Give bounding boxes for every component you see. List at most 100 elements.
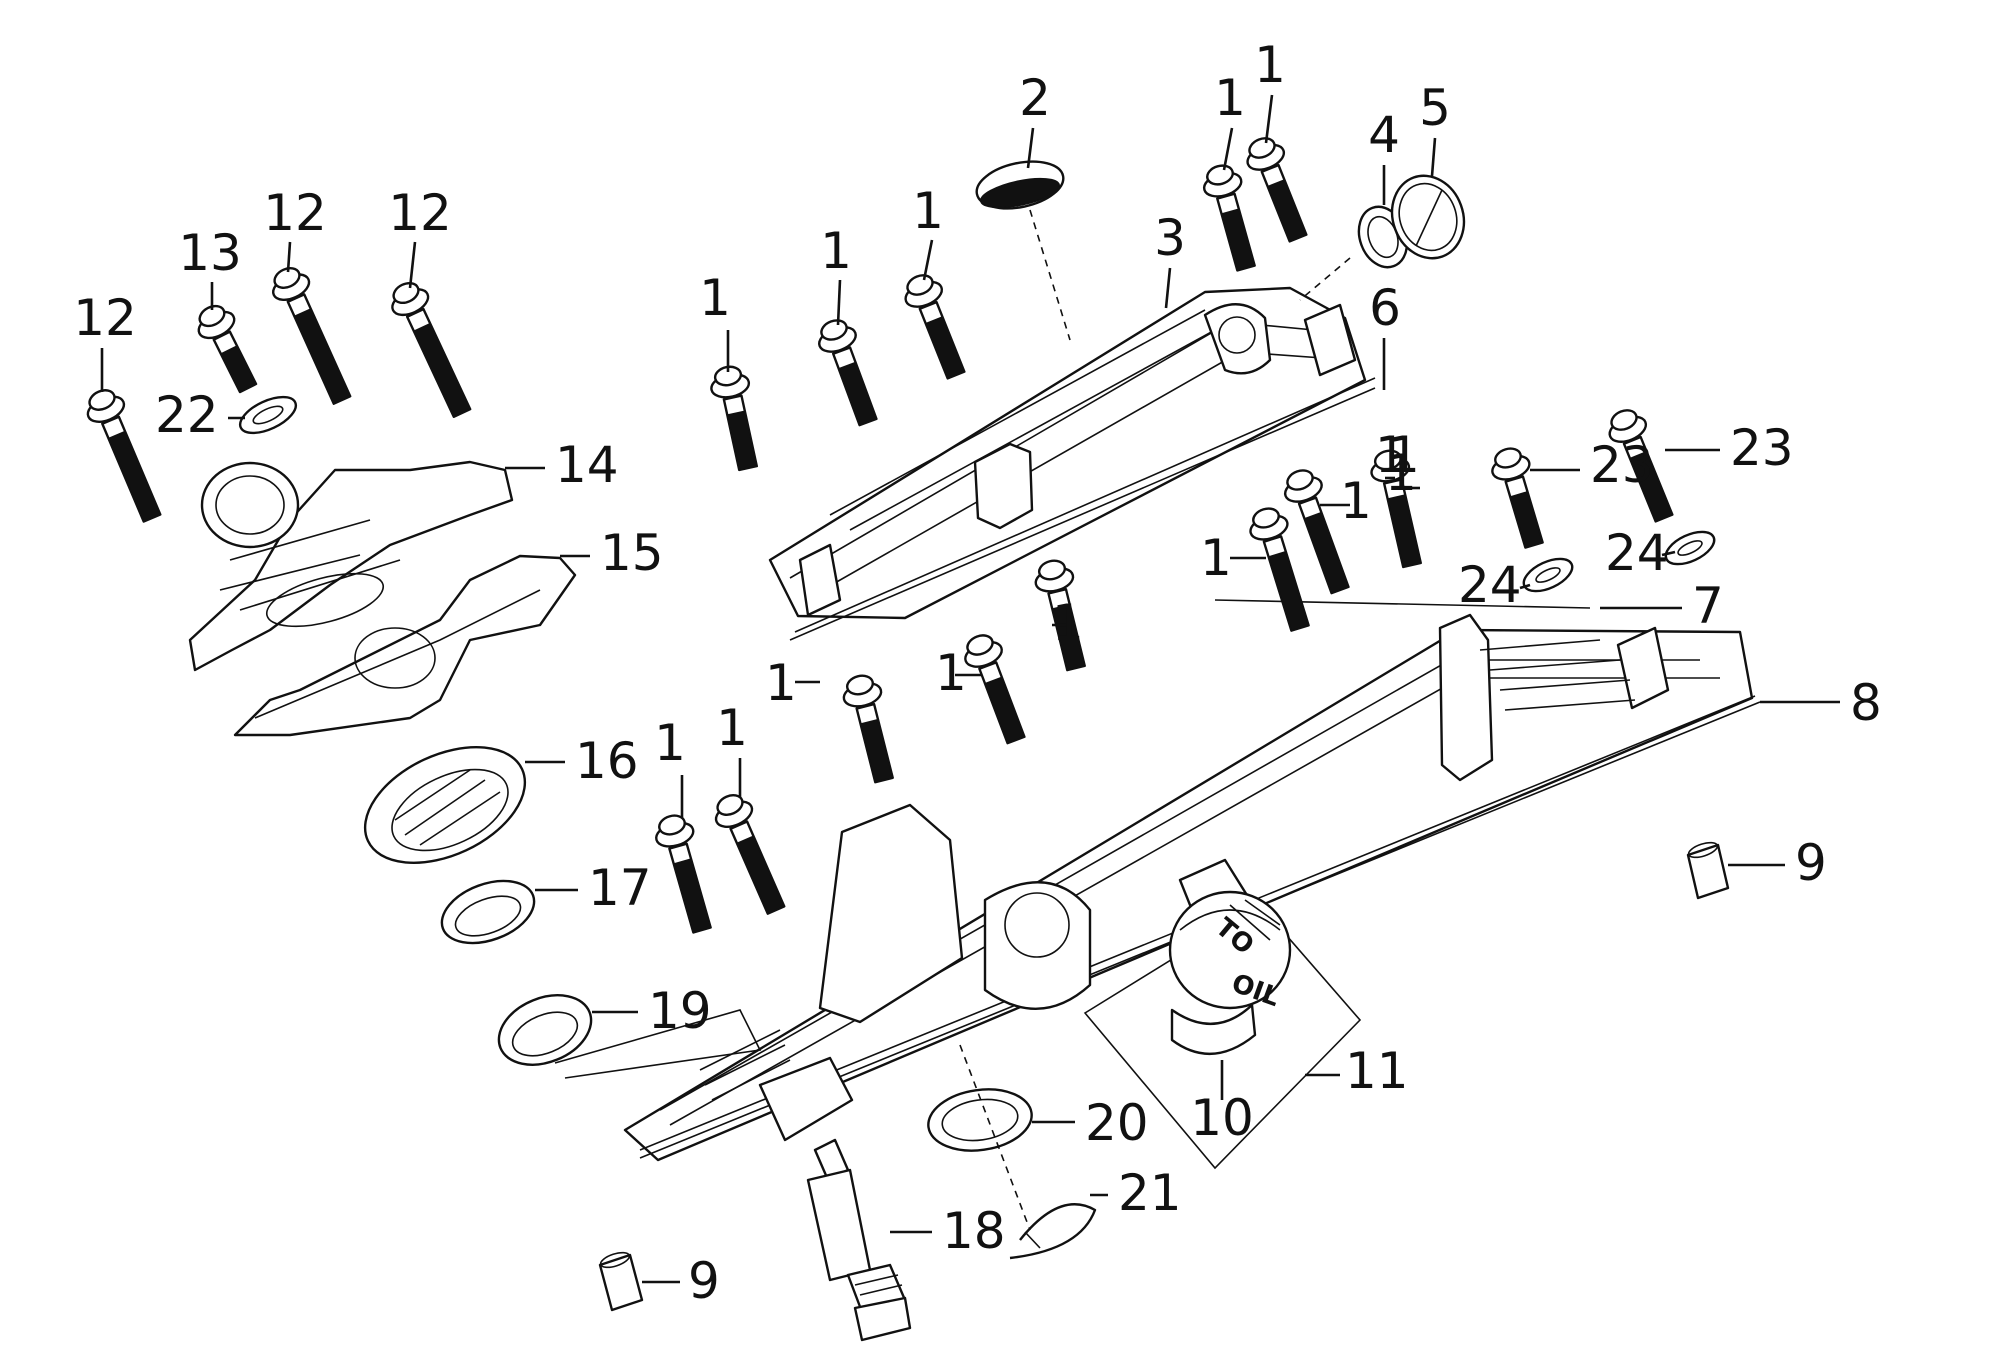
callout-bolt: 1 bbox=[1214, 69, 1246, 127]
callout-cover-gasket: 6 bbox=[1369, 279, 1401, 337]
bolt bbox=[1202, 164, 1256, 272]
dowel-pin-9b bbox=[598, 1251, 644, 1312]
bolt bbox=[1370, 449, 1422, 569]
callout-seal-ring: 17 bbox=[588, 859, 652, 917]
callout-bolt: 1 bbox=[1388, 426, 1420, 484]
cap bbox=[1390, 174, 1466, 260]
bolt bbox=[655, 814, 712, 934]
bolt bbox=[1034, 559, 1086, 672]
bolt bbox=[391, 281, 472, 419]
callout-washer: 24 bbox=[1605, 524, 1669, 582]
callout-bolt: 23 bbox=[1730, 419, 1794, 477]
upper-cover bbox=[768, 286, 1367, 620]
lower-cover bbox=[623, 613, 1761, 1162]
lower-cover-gasket bbox=[1214, 599, 1591, 609]
callout-rotor: 16 bbox=[575, 732, 639, 790]
callout-cap: 5 bbox=[1419, 79, 1451, 137]
callout-bolt: 1 bbox=[935, 644, 967, 702]
leader-line bbox=[1430, 137, 1437, 177]
washer-22 bbox=[238, 395, 298, 435]
callout-thermostat-housing: 14 bbox=[555, 436, 619, 494]
leader-line bbox=[1026, 127, 1035, 169]
leader-line bbox=[1164, 267, 1172, 309]
callout-lower-cover-gasket: 7 bbox=[1692, 577, 1724, 635]
callout-plug-seal: 2 bbox=[1019, 69, 1051, 127]
cover-gasket bbox=[789, 377, 1376, 641]
seal-ring-17 bbox=[440, 879, 536, 945]
callout-bolt: 1 bbox=[716, 699, 748, 757]
bolt bbox=[710, 365, 758, 472]
callout-lower-cover: 8 bbox=[1850, 674, 1882, 732]
callout-circlip: 21 bbox=[1118, 1164, 1182, 1222]
dowel-pin-9a bbox=[1686, 841, 1730, 900]
axis-line-4 bbox=[1299, 257, 1351, 301]
bolt bbox=[197, 304, 258, 394]
bolt bbox=[272, 267, 352, 405]
bolt bbox=[964, 634, 1026, 745]
leader-line bbox=[286, 241, 292, 273]
leader-line bbox=[1661, 550, 1676, 557]
washer-24a bbox=[1522, 557, 1574, 593]
housing-gasket bbox=[233, 554, 577, 737]
seal-ring-19 bbox=[497, 994, 762, 1079]
callout-bolt: 12 bbox=[388, 184, 452, 242]
leader-line bbox=[836, 279, 842, 326]
callout-bolt: 1 bbox=[1052, 594, 1084, 652]
callout-housing-gasket: 15 bbox=[600, 524, 664, 582]
leader-line bbox=[922, 239, 934, 281]
callout-bolt: 1 bbox=[1200, 529, 1232, 587]
callout-bolt: 1 bbox=[654, 714, 686, 772]
callout-bolt: 1 bbox=[912, 182, 944, 240]
callout-o-ring: 4 bbox=[1368, 106, 1400, 164]
bolt bbox=[714, 794, 786, 915]
bolt bbox=[86, 389, 162, 523]
bolt bbox=[1608, 409, 1674, 523]
callout-upper-cover: 3 bbox=[1154, 209, 1186, 267]
leader-line bbox=[1222, 127, 1234, 171]
callout-washer: 20 bbox=[1085, 1094, 1149, 1152]
bolts-layer bbox=[86, 137, 1674, 934]
callout-bolt: 13 bbox=[178, 224, 242, 282]
callout-bolt: 1 bbox=[765, 654, 797, 712]
leader-line bbox=[1519, 583, 1531, 590]
callout-bolt: 12 bbox=[263, 184, 327, 242]
leader-line bbox=[1264, 94, 1274, 144]
callout-bolt: 1 bbox=[1375, 426, 1407, 484]
callout-bolt: 23 bbox=[1590, 436, 1654, 494]
thermostat-housing bbox=[188, 460, 514, 672]
leader-lines bbox=[100, 94, 1840, 1284]
callout-dowel-pin: 9 bbox=[1795, 834, 1827, 892]
washer-20 bbox=[927, 1088, 1033, 1152]
bolt bbox=[1246, 137, 1308, 243]
callout-dowel-pin: 9 bbox=[688, 1252, 720, 1310]
bolt bbox=[818, 319, 878, 427]
bolt bbox=[904, 274, 966, 380]
bolt bbox=[1249, 507, 1310, 632]
callout-oil-filler-cap: 10 bbox=[1190, 1089, 1254, 1147]
callout-washer: 22 bbox=[155, 386, 219, 444]
bolt bbox=[1283, 469, 1350, 595]
leader-line bbox=[408, 241, 417, 289]
callout-bolt: 1 bbox=[1340, 472, 1372, 530]
axis-line-21 bbox=[959, 1044, 1031, 1231]
callout-bolt: 1 bbox=[1254, 36, 1286, 94]
sensor bbox=[806, 1138, 912, 1342]
callout-oil-cap-assembly: 11 bbox=[1345, 1042, 1409, 1100]
axis-line-2 bbox=[1029, 209, 1071, 341]
oil-filler-cap: TO OIL bbox=[1168, 890, 1292, 1055]
callout-bolt: 1 bbox=[1385, 444, 1417, 502]
callout-washer: 24 bbox=[1458, 556, 1522, 614]
plug-seal bbox=[975, 160, 1065, 210]
callout-bolt: 12 bbox=[73, 289, 137, 347]
bolt bbox=[842, 674, 894, 784]
callout-seal-ring: 19 bbox=[648, 982, 712, 1040]
callout-bolt: 1 bbox=[820, 222, 852, 280]
callout-bolt: 1 bbox=[699, 269, 731, 327]
callout-sensor: 18 bbox=[942, 1202, 1006, 1260]
rotor bbox=[363, 745, 527, 865]
circlip bbox=[1009, 1203, 1097, 1260]
bolt bbox=[1491, 447, 1544, 549]
washer-24b bbox=[1664, 530, 1716, 566]
